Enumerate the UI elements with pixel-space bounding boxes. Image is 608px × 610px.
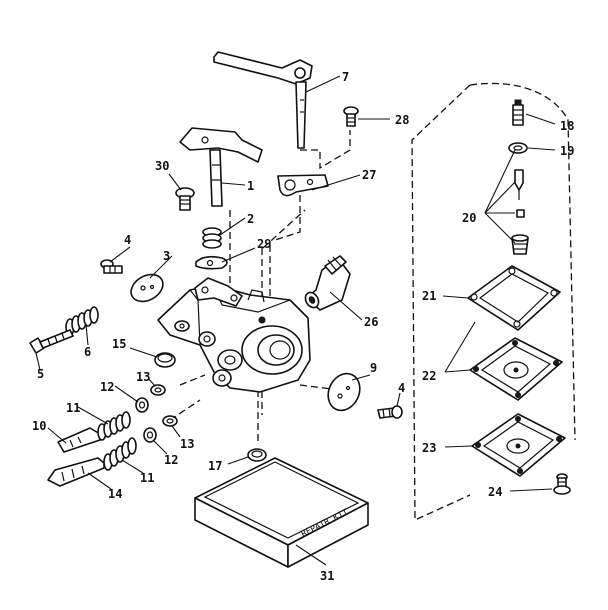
mixture-needle-10-part <box>57 427 101 453</box>
check-valve-20-part <box>511 169 529 255</box>
welch-plug-15-part <box>154 352 176 368</box>
callout-26: 26 <box>364 315 378 329</box>
o-ring-13-lower-inner <box>166 418 174 424</box>
callout-19: 19 <box>560 144 574 158</box>
washer-19-inner <box>513 145 523 151</box>
callout-24: 24 <box>488 485 502 499</box>
screw-4-right-part <box>377 405 403 419</box>
o-ring-13-upper-inner <box>154 387 162 393</box>
choke-dashed-guide <box>274 195 301 241</box>
fuel-fitting-26-part <box>304 255 351 311</box>
carburetor-body-part <box>157 277 311 393</box>
diaphragm-22-part <box>469 337 563 401</box>
callout-11-upper: 11 <box>66 401 80 415</box>
callout-6: 6 <box>84 345 91 359</box>
cover-plate-23-part <box>471 413 566 477</box>
fuel-pump-fitting-18-part <box>512 99 524 126</box>
callout-22: 22 <box>422 369 436 383</box>
screw-30-part <box>175 187 195 211</box>
jets-dashed-guide <box>169 374 206 421</box>
retaining-clip-part <box>195 255 228 270</box>
o-ring-13-upper-part <box>150 384 166 396</box>
diaphragm-group-dashed-outline <box>411 82 576 522</box>
callout-14: 14 <box>108 487 122 501</box>
idle-screw-5-part <box>29 329 74 354</box>
callout-numbers: 7 28 27 30 1 2 29 4 3 26 15 6 5 13 12 11… <box>32 70 574 583</box>
washer-12-lower-part <box>143 427 157 443</box>
callout-4-left: 4 <box>124 233 131 247</box>
washer-12-upper-inner <box>138 401 146 409</box>
leader-lines <box>35 75 556 566</box>
callout-10: 10 <box>32 419 46 433</box>
washer-12-lower-inner <box>146 431 154 439</box>
spring-11-upper-part <box>97 411 131 441</box>
o-ring-13-lower-part <box>162 415 178 427</box>
callout-9: 9 <box>370 361 377 375</box>
callout-31: 31 <box>320 569 334 583</box>
callout-13-lower: 13 <box>180 437 194 451</box>
callout-12-lower: 12 <box>164 453 178 467</box>
gasket-17-inner <box>251 450 263 458</box>
washer-19-part <box>508 142 528 154</box>
choke-plate-9-part <box>327 372 361 412</box>
callout-29: 29 <box>257 237 271 251</box>
spring-2-part <box>202 227 222 249</box>
screw-4-left-part <box>100 259 123 274</box>
callout-17: 17 <box>208 459 222 473</box>
callout-30: 30 <box>155 159 169 173</box>
spring-11-lower-part <box>103 437 137 471</box>
callout-3: 3 <box>163 249 170 263</box>
callout-5: 5 <box>37 367 44 381</box>
callout-2: 2 <box>247 212 254 226</box>
callout-12-upper: 12 <box>100 380 114 394</box>
callout-27: 27 <box>362 168 376 182</box>
callout-15: 15 <box>112 337 126 351</box>
callout-23: 23 <box>422 441 436 455</box>
callout-20: 20 <box>462 211 476 225</box>
throttle-plate-3-part <box>130 273 164 303</box>
callout-28: 28 <box>395 113 409 127</box>
callout-13-upper: 13 <box>136 370 150 384</box>
screw-28-part <box>343 106 359 127</box>
throttle-lever-part <box>213 51 313 149</box>
cable-clamp-part <box>277 174 329 197</box>
choke-shaft-bracket-part <box>179 127 263 207</box>
callout-4-right: 4 <box>398 381 405 395</box>
mixture-needle-14-part <box>47 457 105 487</box>
spring-6-part <box>65 306 99 336</box>
callout-18: 18 <box>560 119 574 133</box>
shaft-dashed-guide <box>300 130 351 170</box>
callout-21: 21 <box>422 289 436 303</box>
callout-7: 7 <box>342 70 349 84</box>
callout-1: 1 <box>247 179 254 193</box>
screw-24-part <box>553 473 571 495</box>
washer-12-upper-part <box>135 397 149 413</box>
callout-11-lower: 11 <box>140 471 154 485</box>
repair-kit-31-part <box>194 457 369 568</box>
gasket-21-part <box>467 265 561 331</box>
